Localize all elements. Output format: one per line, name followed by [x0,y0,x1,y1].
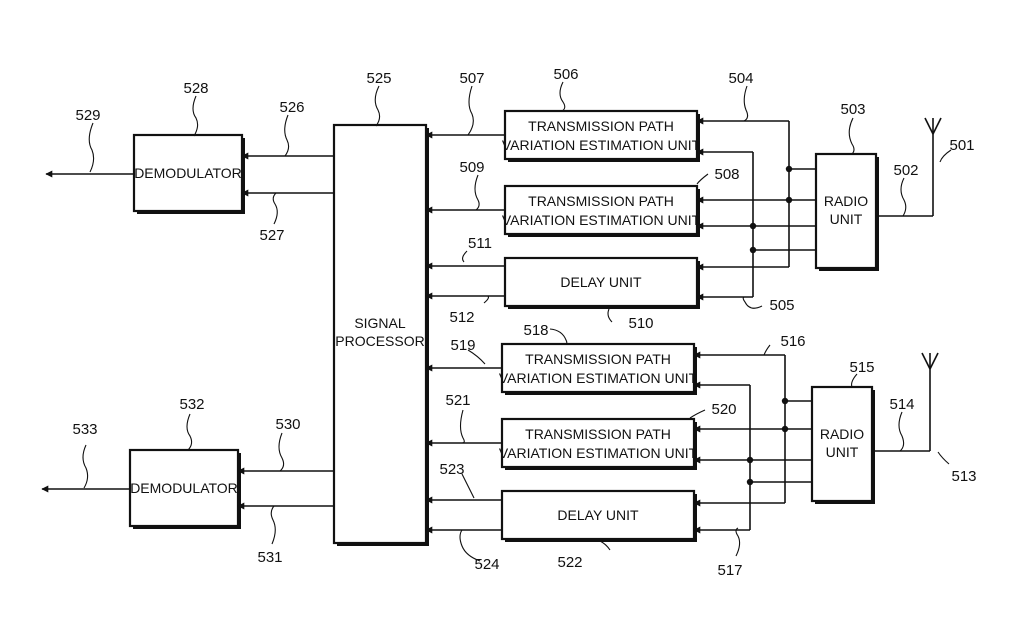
ref-516: 516 [780,333,805,350]
ref-521: 521 [445,392,470,409]
reference-leaders [82,81,952,562]
ref-510: 510 [628,315,653,332]
ref-527: 527 [259,227,284,244]
ref-523: 523 [439,461,464,478]
ref-503: 503 [840,101,865,118]
signal-processor-block: SIGNAL PROCESSOR [332,123,429,546]
ref-508: 508 [714,166,739,183]
tpve-508-line1: TRANSMISSION PATH [528,193,674,209]
ref-513: 513 [951,468,976,485]
ref-514: 514 [889,396,914,413]
signal-processor-label-line2: PROCESSOR [335,333,424,349]
ref-531: 531 [257,549,282,566]
ref-526: 526 [279,99,304,116]
radio-top-line2: UNIT [830,211,863,227]
delay-510-block: DELAY UNIT [503,256,700,309]
ref-519: 519 [450,337,475,354]
tpve-506-line2: VARIATION ESTIMATION UNIT [502,137,701,153]
tpve-520-line2: VARIATION ESTIMATION UNIT [499,445,698,461]
ref-515: 515 [849,359,874,376]
signal-processor-label-line1: SIGNAL [354,315,406,331]
tpve-520-block: TRANSMISSION PATH VARIATION ESTIMATION U… [499,417,698,470]
demodulator-bottom-label: DEMODULATOR [130,480,238,496]
radio-bottom-line1: RADIO [820,426,864,442]
tpve-518-line2: VARIATION ESTIMATION UNIT [499,370,698,386]
ref-512: 512 [449,309,474,326]
tpve-508-line2: VARIATION ESTIMATION UNIT [502,212,701,228]
demodulator-top-block: DEMODULATOR [132,133,245,214]
ref-518: 518 [523,322,548,339]
delay-522-block: DELAY UNIT [500,489,697,542]
radio-top-line1: RADIO [824,193,868,209]
delay-522-label: DELAY UNIT [557,507,639,523]
antenna-513 [872,352,939,452]
ref-520: 520 [711,401,736,418]
ref-511: 511 [468,235,492,252]
tpve-508-block: TRANSMISSION PATH VARIATION ESTIMATION U… [502,184,701,237]
ref-528: 528 [183,80,208,97]
top-radio-wiring [696,117,816,301]
ref-505: 505 [769,297,794,314]
demodulator-bottom-block: DEMODULATOR [128,448,241,529]
radio-unit-top-block: RADIO UNIT [814,152,879,271]
ref-504: 504 [728,70,753,87]
tpve-506-block: TRANSMISSION PATH VARIATION ESTIMATION U… [502,109,701,162]
tpve-518-block: TRANSMISSION PATH VARIATION ESTIMATION U… [499,342,698,395]
tpve-506-line1: TRANSMISSION PATH [528,118,674,134]
ref-522: 522 [557,554,582,571]
ref-509: 509 [459,159,484,176]
unit-to-processor-arrows [425,131,505,534]
ref-501: 501 [949,137,974,154]
radio-bottom-line2: UNIT [826,444,859,460]
radio-unit-bottom-block: RADIO UNIT [810,385,875,504]
ref-532: 532 [179,396,204,413]
ref-506: 506 [553,66,578,83]
ref-524: 524 [474,556,499,573]
ref-529: 529 [75,107,100,124]
tpve-520-line1: TRANSMISSION PATH [525,426,671,442]
reference-numbers: 529 528 526 527 525 507 506 504 503 501 … [72,66,976,579]
bottom-radio-wiring [693,351,812,534]
ref-533: 533 [72,421,97,438]
ref-517: 517 [717,562,742,579]
antenna-501 [876,117,942,217]
demodulator-top-label: DEMODULATOR [134,165,242,181]
ref-507: 507 [459,70,484,87]
processor-to-demodulator-arrows [41,152,334,510]
ref-502: 502 [893,162,918,179]
ref-525: 525 [366,70,391,87]
delay-510-label: DELAY UNIT [560,274,642,290]
tpve-518-line1: TRANSMISSION PATH [525,351,671,367]
ref-530: 530 [275,416,300,433]
